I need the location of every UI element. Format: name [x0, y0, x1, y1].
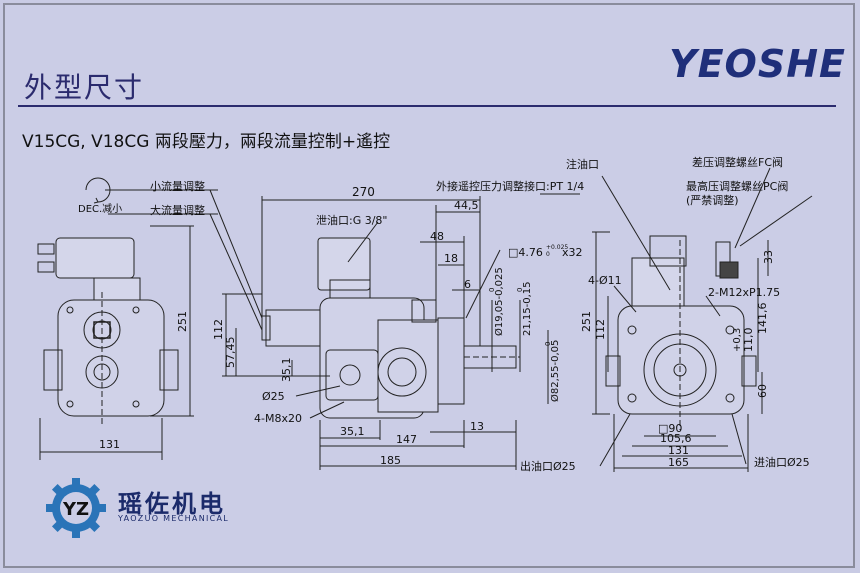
dim-270: 270: [352, 185, 375, 199]
pc-valve-label: 最高压调整螺丝PC阀: [686, 179, 788, 193]
remote-port-label: 外接遥控压力调整接口:PT 1/4: [436, 179, 584, 193]
dim-44-5: 44,5: [454, 199, 479, 212]
dim-18: 18: [444, 252, 458, 265]
dim-131-right: 131: [668, 444, 689, 457]
dec-label: DEC.减小: [78, 203, 122, 215]
shaft-dia-19: Ø19,05-0,025: [493, 267, 505, 336]
dim-60: 60: [756, 384, 769, 398]
pc-note-label: (严禁调整): [686, 193, 739, 207]
pilot-dia-82: Ø82,55-0,05: [549, 340, 561, 402]
dim-57-45: 57,45: [224, 337, 237, 369]
company-gear-logo: YZ: [46, 478, 106, 538]
dim-13: 13: [470, 420, 484, 433]
key-length-label: x32: [562, 246, 583, 259]
fc-valve-label: 差压调整螺丝FC阀: [692, 155, 783, 169]
inlet-port-label: 进油口Ø25: [754, 455, 810, 469]
key-tolerance-lower: 0: [546, 251, 550, 258]
mount-hole-label: 4-Ø11: [588, 274, 622, 287]
dim-48: 48: [430, 230, 444, 243]
dim-90: □90: [658, 422, 682, 435]
company-english-name: YAOZUO MECHANICAL: [118, 514, 230, 523]
dim-131-left: 131: [99, 438, 120, 451]
fill-port-label: 注油口: [566, 157, 599, 171]
header-divider: [18, 105, 836, 107]
small-flow-label: 小流量调整: [150, 179, 205, 193]
pilot-dia-82-upper: 0: [544, 342, 552, 346]
dim-21-15-upper: 0: [516, 288, 524, 292]
dim-35-1-v: 35,1: [280, 358, 293, 383]
dim-165: 165: [668, 456, 689, 469]
logo-letters: YZ: [62, 499, 89, 520]
dim-21-15: 21,15-0,15: [522, 281, 533, 336]
dim-35-1-h: 35,1: [340, 425, 365, 438]
large-flow-label: 大流量调整: [150, 203, 205, 217]
outlet-port-label: 出油口Ø25: [520, 459, 576, 473]
dim-251-right: 251: [580, 311, 593, 332]
dim-141-6: 141,6: [756, 303, 769, 335]
dim-11: 11,0: [742, 328, 755, 353]
dim-105-6: 105,6: [660, 432, 692, 445]
drawing-frame: [3, 3, 855, 568]
right-view: [592, 167, 813, 472]
dim-147: 147: [396, 433, 417, 446]
pilot-dia-label: Ø25: [262, 390, 285, 403]
company-name: 瑶佐机电: [118, 490, 226, 518]
bolt-label: 4-M8x20: [254, 412, 302, 425]
dim-112-left: 112: [212, 319, 225, 340]
model-subtitle: V15CG, V18CG 兩段壓力，兩段流量控制+遙控: [22, 132, 391, 152]
dim-33: 33: [762, 250, 775, 264]
dim-112-right: 112: [594, 319, 607, 340]
key-label: □4.76: [508, 246, 543, 259]
thread-label: 2-M12xP1.75: [708, 286, 780, 299]
left-view: [37, 177, 218, 460]
key-tolerance-upper: +0.025: [546, 244, 568, 251]
dim-251-left: 251: [176, 311, 189, 332]
brand-logo: YEOSHE: [669, 42, 846, 86]
page-title: 外型尺寸: [24, 71, 145, 104]
dim-11-tolerance: +0,3: [732, 328, 743, 352]
dim-185: 185: [380, 454, 401, 467]
drain-port-label: 泄油口:G 3/8": [316, 213, 388, 227]
dim-6: 6: [464, 278, 471, 291]
center-view: [209, 189, 580, 470]
shaft-dia-19-upper: 0: [488, 288, 496, 292]
